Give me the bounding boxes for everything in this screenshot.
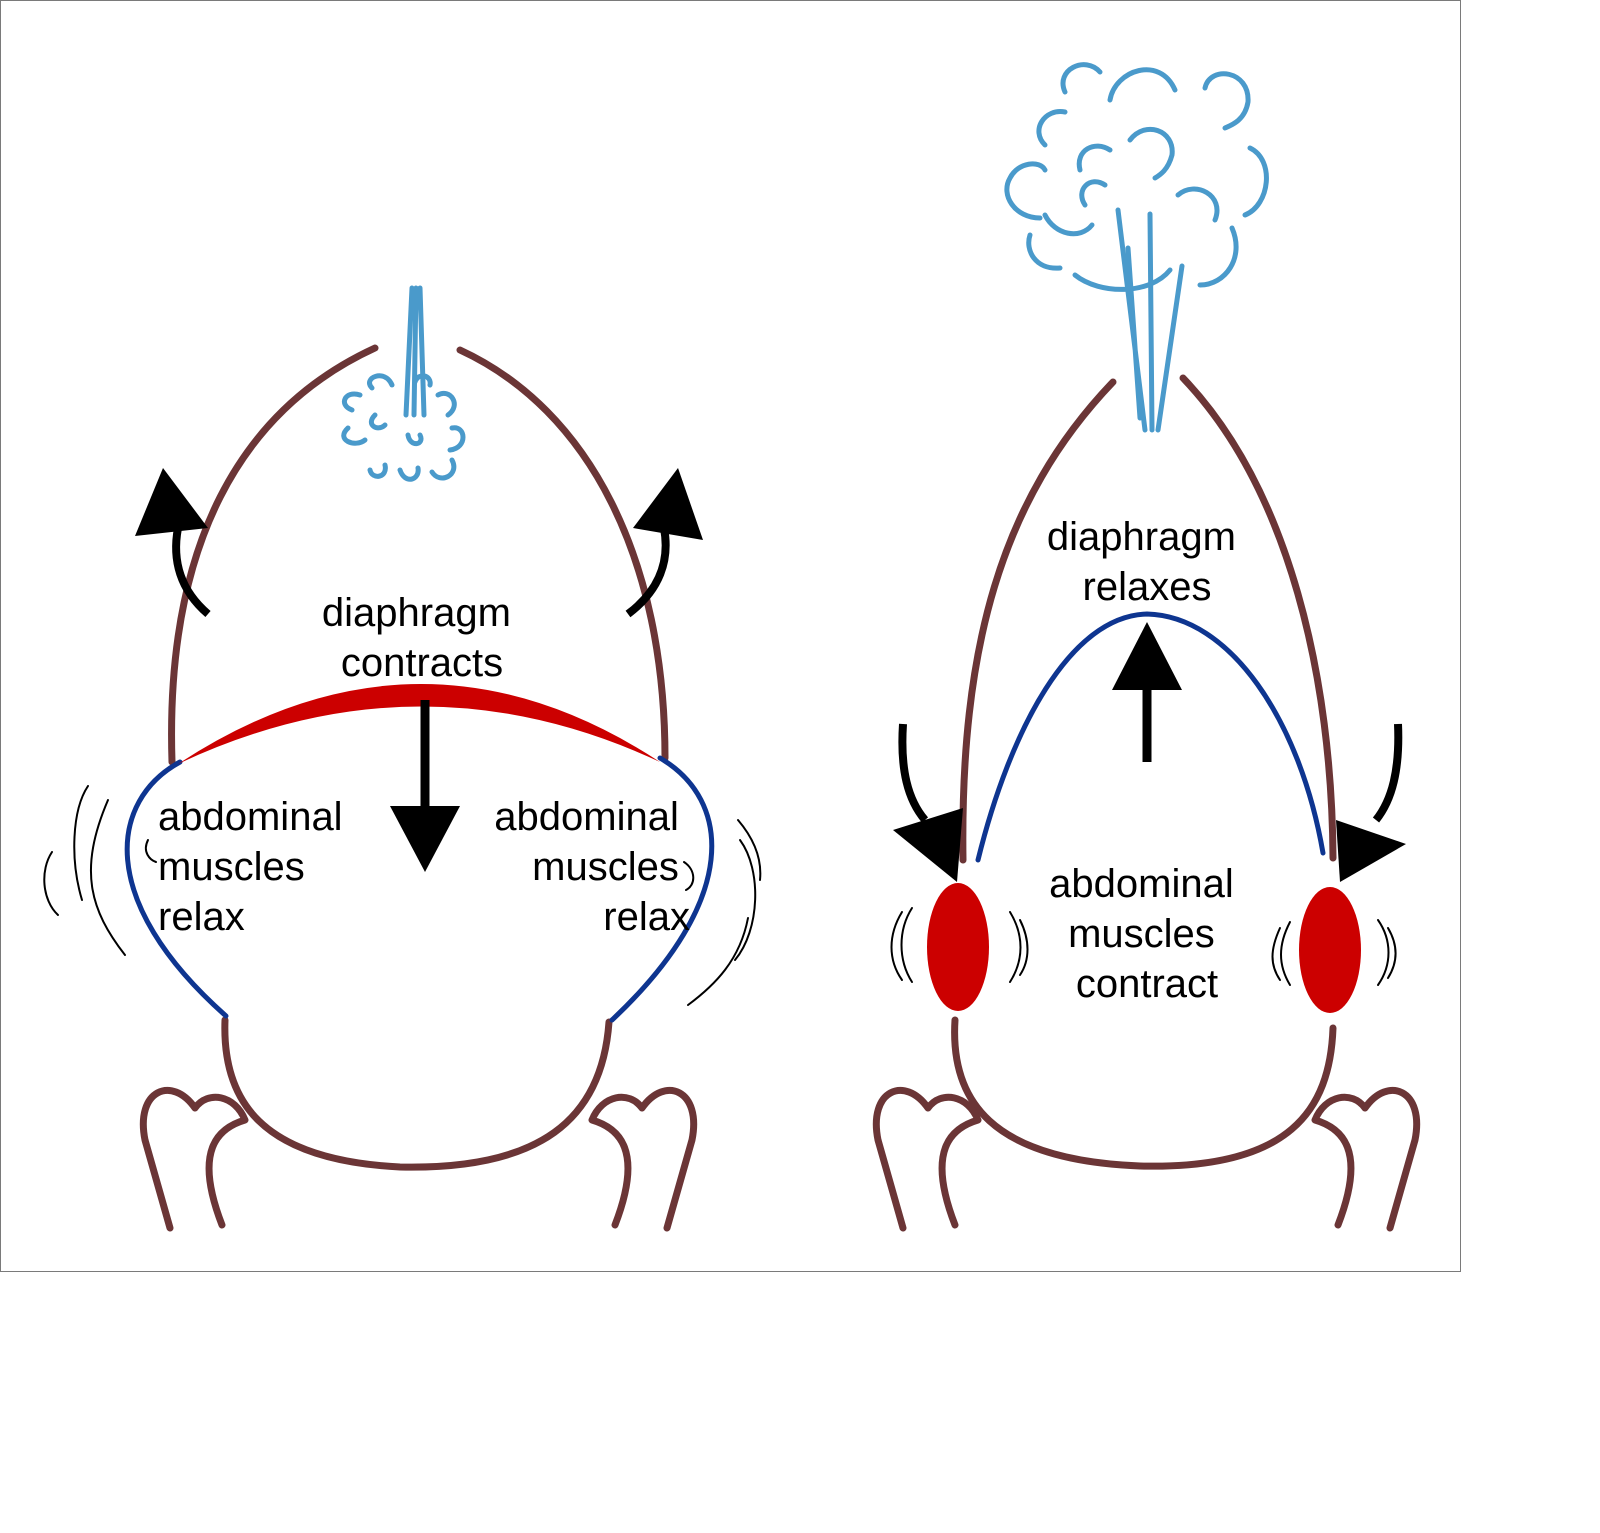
- right-abdominal-label-line-1: abdominal: [1049, 862, 1234, 906]
- right-inward-arrow-icon: [1336, 723, 1406, 882]
- right-panel: diaphragm relaxes abdominal muscles cont…: [872, 62, 1421, 1232]
- left-diaphragm-label: diaphragm contracts: [322, 591, 522, 685]
- right-abdominal-label: abdominal muscles relax: [494, 795, 690, 939]
- right-curved-arrow-icon: [625, 468, 703, 618]
- right-body-outline: [872, 374, 1421, 1232]
- right-muscle-contracted: [1299, 887, 1361, 1013]
- right-abdominal-muscles-contracted: [927, 883, 1361, 1013]
- left-diaphragm-label-line-2: contracts: [341, 641, 503, 685]
- left-diaphragm-contracted: [178, 683, 660, 764]
- right-diaphragm-relaxed: [975, 611, 1326, 863]
- left-body-outline: [139, 344, 698, 1232]
- right-abdominal-label-line-3: relax: [603, 895, 690, 939]
- left-airflow-icon: [341, 285, 466, 482]
- left-vibration-lines-icon: [43, 785, 157, 956]
- left-abdominal-wall: [124, 755, 715, 1023]
- left-diaphragm-label-line-1: diaphragm: [322, 591, 511, 635]
- right-abdominal-label-line-2: muscles: [1068, 912, 1215, 956]
- right-abdominal-label-line-1: abdominal: [494, 795, 679, 839]
- left-muscle-vibration-lines-icon: [890, 907, 1029, 983]
- left-muscle-contracted: [927, 883, 989, 1011]
- left-inward-arrow-icon: [893, 723, 963, 882]
- diaphragm-down-arrow-icon: [390, 700, 460, 872]
- left-curved-arrow-icon: [135, 468, 211, 618]
- left-abdominal-label-line-2: muscles: [158, 845, 305, 889]
- right-muscle-vibration-lines-icon: [1271, 919, 1397, 986]
- right-diaphragm-label: diaphragm relaxes: [1047, 515, 1247, 609]
- left-panel: diaphragm contracts abdominal muscles re…: [43, 285, 762, 1232]
- right-abdominal-label: abdominal muscles contract: [1049, 862, 1245, 1006]
- right-airflow-icon: [1004, 62, 1269, 433]
- left-abdominal-label-line-1: abdominal: [158, 795, 343, 839]
- right-abdominal-label-line-3: contract: [1076, 962, 1218, 1006]
- right-diaphragm-label-line-1: diaphragm: [1047, 515, 1236, 559]
- right-abdominal-label-line-2: muscles: [532, 845, 679, 889]
- left-abdominal-label-line-3: relax: [158, 895, 245, 939]
- right-vibration-lines-icon: [683, 819, 762, 1006]
- diaphragm-up-arrow-icon: [1112, 622, 1182, 762]
- right-diaphragm-label-line-2: relaxes: [1083, 565, 1212, 609]
- left-abdominal-label: abdominal muscles relax: [158, 795, 354, 939]
